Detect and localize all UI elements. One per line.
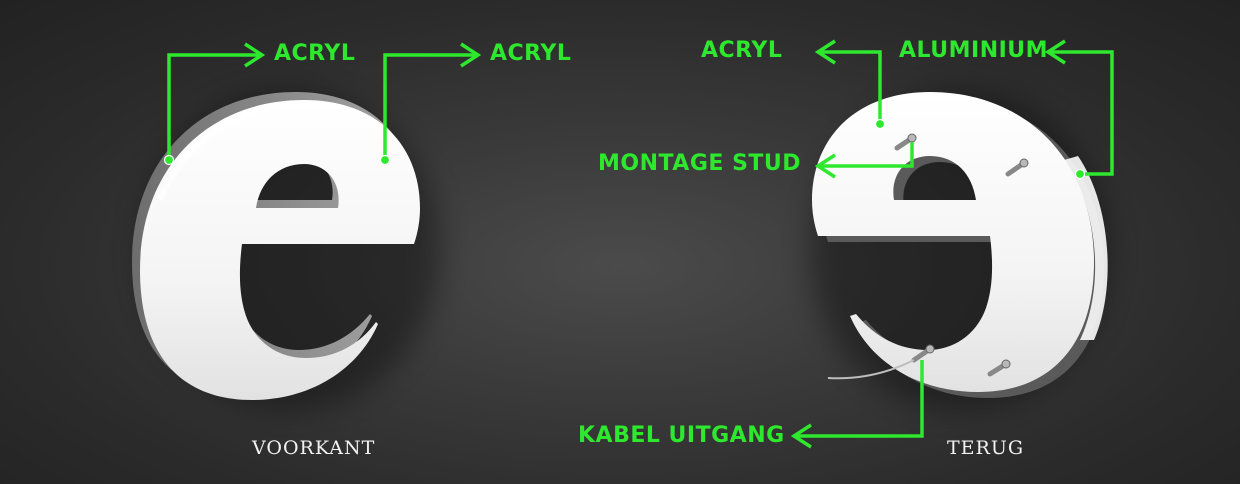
back-aluminium-arrowhead	[1044, 39, 1066, 65]
back-letter-e-mirrored	[810, 90, 1110, 410]
back-acryl-label: ACRYL	[701, 38, 783, 63]
front-caption: VOORKANT	[252, 437, 376, 459]
front-right-callout-line	[383, 53, 478, 160]
front-acryl-label-left: ACRYL	[274, 41, 356, 66]
back-aluminium-callout-line	[1048, 50, 1114, 176]
front-left-callout-line	[167, 53, 262, 160]
mounting-stud	[911, 344, 935, 363]
mounting-stud	[987, 359, 1011, 377]
front-letter-e	[132, 90, 440, 410]
front-right-arrowhead	[460, 42, 482, 68]
mounting-stud	[1005, 158, 1029, 177]
back-acryl-callout-line	[818, 50, 882, 124]
back-caption: TERUG	[947, 437, 1025, 459]
back-cable-arrowhead	[790, 423, 812, 449]
front-acryl-label-right: ACRYL	[490, 41, 572, 66]
back-kabel-uitgang-label: KABEL UITGANG	[578, 423, 785, 448]
back-cable-callout-line	[794, 360, 924, 438]
cable	[827, 359, 915, 380]
back-montage-stud-label: MONTAGE STUD	[598, 151, 802, 176]
callout-lines	[167, 39, 1114, 449]
mounting-stud	[894, 133, 917, 151]
back-stud-callout-line	[818, 142, 914, 168]
callout-dots	[163, 118, 1086, 180]
back-stud-arrowhead	[814, 153, 836, 179]
back-aluminium-label: ALUMINIUM	[899, 38, 1049, 63]
front-left-arrowhead	[244, 42, 266, 68]
back-acryl-arrowhead	[814, 39, 836, 65]
